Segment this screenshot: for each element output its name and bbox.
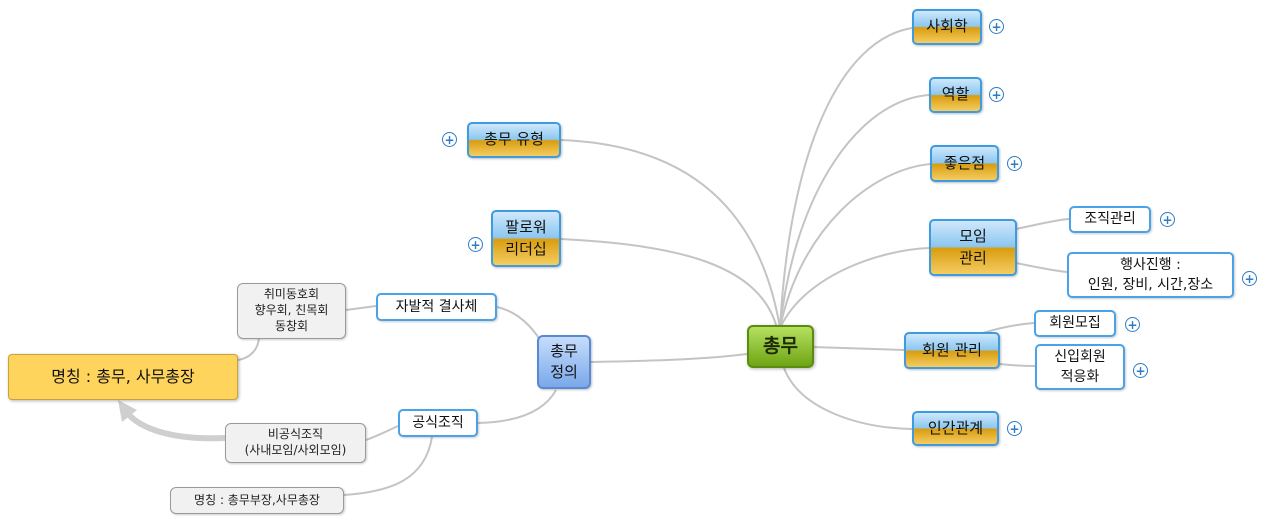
link-role — [779, 94, 930, 329]
link-informal — [365, 425, 399, 441]
branch-types-label: 총무 유형 — [484, 130, 544, 149]
name-box-informal-label: 명칭 : 총무, 사무총장 — [51, 366, 195, 386]
topic-voluntary[interactable]: 자발적 결사체 — [376, 293, 497, 321]
topic-recruit[interactable]: 회원모집 — [1034, 310, 1116, 337]
note-hobby-line1: 취미동호회 — [263, 287, 320, 302]
branch-types[interactable]: 총무 유형 — [467, 122, 561, 158]
arrow-informal-to-name — [125, 411, 226, 442]
expand-relations-icon[interactable]: + — [1007, 421, 1022, 436]
expand-sociology-icon[interactable]: + — [989, 19, 1004, 34]
central-topic[interactable]: 총무 — [747, 325, 814, 368]
link-org-mgmt — [1015, 218, 1070, 230]
link-event — [1015, 262, 1068, 273]
branch-good-points[interactable]: 좋은점 — [930, 145, 999, 182]
branch-followership-line1: 팔로워 — [505, 217, 547, 236]
link-formal-name — [343, 436, 433, 496]
link-sociology — [779, 27, 913, 329]
topic-new-member-line1: 신입회원 — [1054, 349, 1106, 366]
link-hobby-name — [237, 337, 260, 361]
topic-event[interactable]: 행사진행 : 인원, 장비, 시간,장소 — [1067, 252, 1234, 298]
link-definition — [590, 353, 748, 363]
expand-role-icon[interactable]: + — [989, 87, 1004, 102]
branch-definition-line1: 총무 — [550, 342, 578, 361]
branch-meeting-mgmt[interactable]: 모임 관리 — [929, 219, 1017, 276]
expand-event-icon[interactable]: + — [1242, 271, 1257, 286]
expand-recruit-icon[interactable]: + — [1125, 317, 1140, 332]
topic-formal-org[interactable]: 공식조직 — [398, 409, 478, 437]
topic-event-line2: 인원, 장비, 시간,장소 — [1087, 276, 1214, 293]
link-formal — [477, 389, 557, 424]
topic-org-mgmt[interactable]: 조직관리 — [1069, 206, 1151, 233]
branch-member-mgmt[interactable]: 회원 관리 — [904, 332, 1000, 369]
branch-followership[interactable]: 팔로워 리더십 — [491, 210, 561, 267]
expand-org-mgmt-icon[interactable]: + — [1160, 212, 1175, 227]
topic-recruit-label: 회원모집 — [1049, 315, 1101, 332]
link-meeting-mgmt — [779, 247, 930, 329]
note-hobby-line3: 동창회 — [274, 318, 309, 333]
name-box-informal[interactable]: 명칭 : 총무, 사무총장 — [8, 354, 238, 400]
topic-new-member[interactable]: 신입회원 적응화 — [1035, 344, 1125, 390]
link-followership — [560, 238, 778, 329]
note-informal-line1: 비공식조직 — [267, 427, 324, 442]
link-good-points — [779, 163, 931, 329]
central-topic-label: 총무 — [763, 334, 798, 357]
expand-types-icon[interactable]: + — [442, 132, 457, 147]
expand-good-points-icon[interactable]: + — [1007, 156, 1022, 171]
branch-sociology[interactable]: 사회학 — [912, 9, 982, 45]
note-hobby-line2: 향우회, 친목회 — [254, 303, 329, 318]
topic-formal-org-label: 공식조직 — [412, 414, 464, 431]
link-member-mgmt — [811, 346, 905, 351]
branch-definition[interactable]: 총무 정의 — [537, 335, 591, 389]
branch-role-label: 역할 — [941, 85, 970, 104]
arrow-head — [118, 400, 137, 422]
note-formal-name[interactable]: 명칭 : 총무부장,사무총장 — [170, 487, 344, 514]
branch-meeting-mgmt-line2: 관리 — [959, 249, 987, 267]
branch-relations-label: 인간관계 — [927, 418, 984, 437]
branch-meeting-mgmt-line1: 모임 — [959, 226, 987, 245]
note-informal-line2: (사내모임/사외모임) — [244, 443, 347, 457]
topic-event-line1: 행사진행 : — [1120, 257, 1181, 274]
branch-followership-line2: 리더십 — [505, 240, 547, 258]
branch-sociology-label: 사회학 — [926, 17, 968, 36]
expand-followership-icon[interactable]: + — [468, 237, 483, 252]
branch-relations[interactable]: 인간관계 — [912, 411, 999, 446]
branch-definition-line2: 정의 — [550, 362, 578, 381]
branch-good-points-label: 좋은점 — [943, 153, 986, 172]
branch-member-mgmt-label: 회원 관리 — [922, 340, 982, 359]
link-hobby — [345, 305, 377, 311]
branch-role[interactable]: 역할 — [929, 77, 982, 113]
topic-org-mgmt-label: 조직관리 — [1084, 211, 1136, 228]
note-informal-org[interactable]: 비공식조직 (사내모임/사외모임) — [225, 423, 366, 463]
link-relations — [783, 367, 913, 430]
topic-voluntary-label: 자발적 결사체 — [395, 298, 478, 315]
topic-new-member-line2: 적응화 — [1060, 368, 1100, 385]
note-hobby-clubs[interactable]: 취미동호회 향우회, 친목회 동창회 — [237, 283, 346, 339]
note-formal-name-label: 명칭 : 총무부장,사무총장 — [194, 492, 320, 507]
expand-new-member-icon[interactable]: + — [1133, 363, 1148, 378]
link-types — [560, 139, 781, 329]
